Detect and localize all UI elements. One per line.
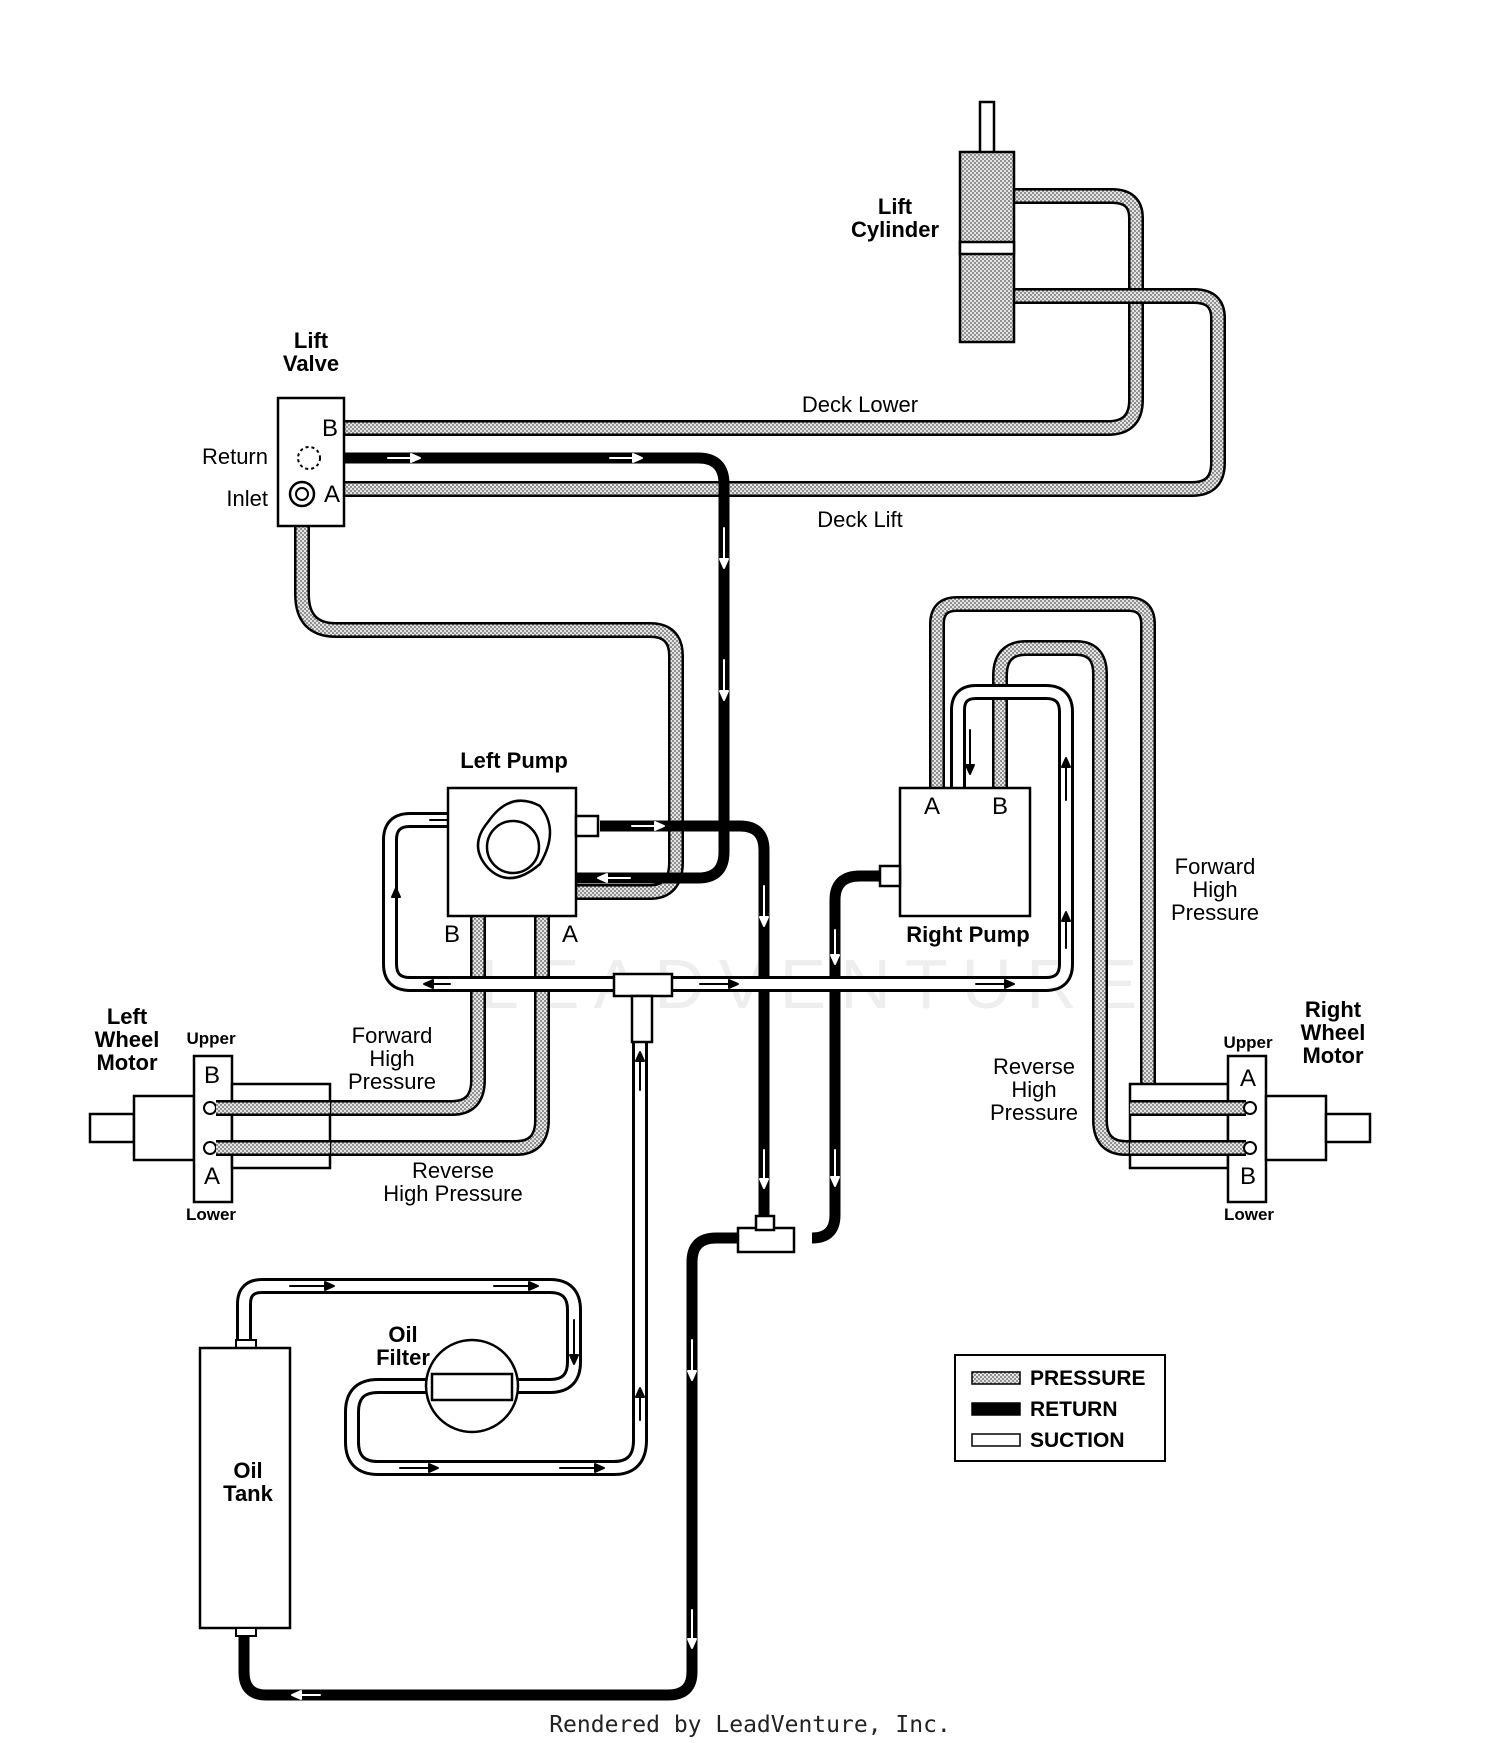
legend-pressure-swatch (971, 1371, 1021, 1385)
label-line: Pressure (1171, 900, 1259, 925)
label-line: Left (107, 1004, 148, 1029)
left-wheel-motor (88, 1054, 332, 1204)
oil-filter (424, 1338, 520, 1434)
suction-lines (236, 684, 1074, 1476)
deck-lift-label: Deck Lift (817, 507, 903, 532)
label-line: High (1011, 1077, 1056, 1102)
right-motor-upper-label: Upper (1223, 1033, 1273, 1052)
label-line: Reverse (412, 1158, 494, 1183)
label-line: High Pressure (383, 1181, 522, 1206)
return-tee (736, 1214, 796, 1254)
legend-return-label: RETURN (1030, 1398, 1118, 1421)
valve-port-b: B (322, 415, 338, 442)
deck-lower-label: Deck Lower (802, 392, 918, 417)
inlet-label: Inlet (226, 486, 268, 511)
label-line: Wheel (95, 1027, 160, 1052)
valve-port-a: A (324, 481, 340, 508)
lift-cylinder (958, 100, 1016, 344)
label-line: Cylinder (851, 217, 939, 242)
footer-credit: Rendered by LeadVenture, Inc. (549, 1712, 951, 1738)
label-line: Lift (294, 328, 329, 353)
left-pump-port-b: B (444, 921, 460, 948)
right-motor-port-b: B (1240, 1163, 1256, 1190)
legend-suction-swatch (971, 1433, 1021, 1447)
return-lines (238, 452, 880, 1701)
label-line: Wheel (1301, 1020, 1366, 1045)
right-pump-port-a: A (924, 793, 940, 820)
suction-tee (612, 972, 674, 1044)
legend-return-swatch (971, 1402, 1021, 1416)
left-motor-upper-label: Upper (186, 1029, 236, 1048)
right-pump (878, 786, 1032, 918)
left-motor-port-a: A (204, 1163, 220, 1190)
right-motor-lower-label: Lower (1224, 1205, 1274, 1224)
right-pump-label: Right Pump (906, 922, 1029, 947)
label-line: Forward (1175, 854, 1256, 879)
label-line: Forward (352, 1023, 433, 1048)
label-line: Pressure (990, 1100, 1078, 1125)
label-line: Tank (223, 1481, 273, 1506)
label-line: Filter (376, 1345, 430, 1370)
left-pump-label: Left Pump (460, 748, 568, 773)
left-pump-port-a: A (562, 921, 578, 948)
label-line: High (369, 1046, 414, 1071)
legend: PRESSURE RETURN SUCTION (954, 1354, 1166, 1462)
label-line: Motor (96, 1050, 158, 1075)
oil-tank (198, 1339, 292, 1637)
label-line: Right (1305, 997, 1362, 1022)
label-line: Oil (388, 1322, 417, 1347)
legend-suction-label: SUCTION (1030, 1429, 1125, 1452)
label-line: Reverse (993, 1054, 1075, 1079)
label-line: Valve (283, 351, 339, 376)
label-line: Oil (233, 1458, 262, 1483)
flow-arrows (289, 453, 1071, 1700)
right-pump-port-b: B (992, 793, 1008, 820)
label-line: Pressure (348, 1069, 436, 1094)
left-pump (446, 786, 600, 918)
label-line: Motor (1302, 1043, 1364, 1068)
return-label: Return (202, 444, 268, 469)
left-motor-port-b: B (204, 1062, 220, 1089)
right-wheel-motor (1128, 1054, 1372, 1204)
label-line: Lift (878, 194, 913, 219)
legend-pressure-label: PRESSURE (1030, 1367, 1146, 1390)
left-motor-lower-label: Lower (186, 1205, 236, 1224)
right-motor-port-a: A (1240, 1065, 1256, 1092)
lift-valve (276, 396, 346, 528)
label-line: High (1192, 877, 1237, 902)
